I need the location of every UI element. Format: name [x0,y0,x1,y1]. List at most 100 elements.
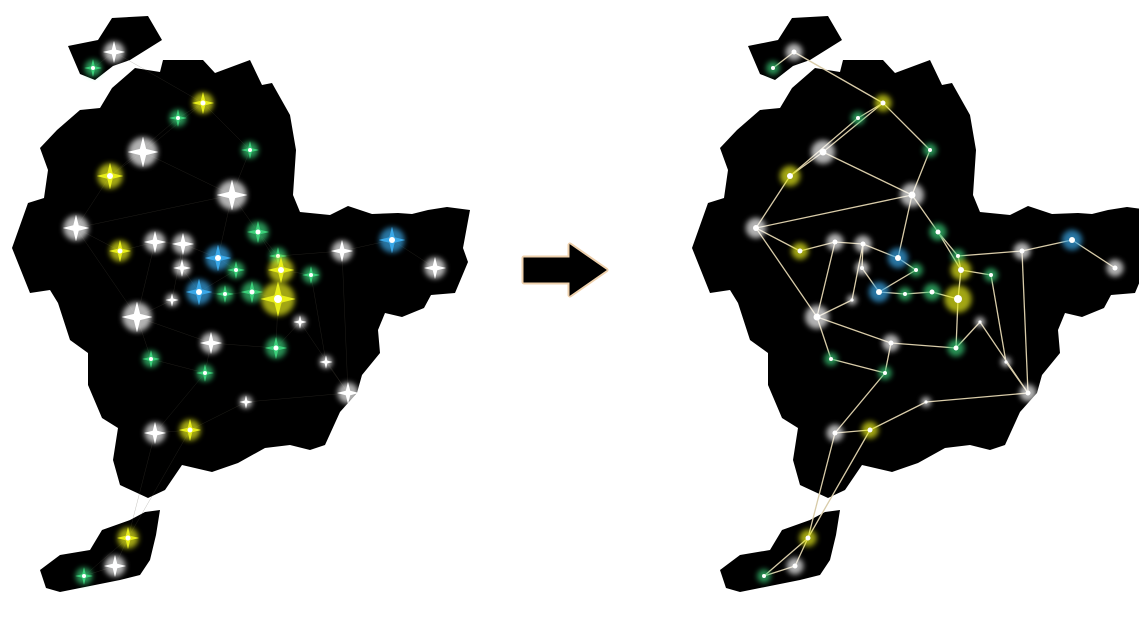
glowing-node-icon [779,165,801,187]
glowing-node-icon [302,266,320,284]
network-link [755,175,791,229]
network-link [755,227,818,318]
glowing-node-icon [247,221,269,243]
network-link [1021,250,1029,394]
faint-link [113,51,204,104]
glowing-node-icon [868,281,890,303]
glowing-node-icon [192,92,214,114]
glowing-node-icon [227,261,245,279]
nodes-after [745,43,1124,583]
network-link [890,342,957,349]
glowing-node-icon [874,94,892,112]
glowing-node-icon [950,259,972,281]
glowing-node-icon [824,352,838,366]
glowing-node-icon [216,179,248,211]
network-link [957,250,1023,257]
faint-link [245,392,349,403]
glowing-node-icon [799,529,817,547]
glowing-node-icon [878,366,892,380]
glowing-node-icon [200,332,222,354]
network-link [834,372,886,434]
glowing-node-icon [745,217,767,239]
network-link [869,401,927,431]
glowing-node-icon [319,355,333,369]
glowing-node-icon [239,395,253,409]
faint-link [75,227,138,318]
network-link [807,429,871,539]
glowing-node-icon [293,315,307,329]
network-link [763,537,809,577]
faint-link [310,274,327,363]
glowing-node-icon [260,281,296,317]
glowing-node-icon [169,109,187,127]
glowing-node-icon [929,223,947,241]
glowing-node-icon [103,41,125,63]
city-region-main [12,60,470,498]
network-link [822,151,913,196]
glowing-node-icon [144,231,166,253]
nodes-before [62,41,446,585]
glowing-node-icon [861,421,879,439]
glowing-node-icon [923,283,941,301]
network-link [882,102,931,151]
glowing-node-icon [96,162,124,190]
glowing-node-icon [947,339,965,357]
glowing-node-icon [216,285,234,303]
region-map-after [692,16,1139,592]
faint-link [210,342,277,349]
glowing-node-icon [984,268,998,282]
glowing-node-icon [900,183,924,207]
glowing-node-icon [882,334,900,352]
glowing-node-icon [805,305,829,329]
faint-link [154,372,206,434]
glowing-node-icon [144,422,166,444]
glowing-node-icon [1019,384,1037,402]
glowing-node-icon [172,233,194,255]
glowing-node-icon [241,281,263,303]
glowing-node-icon [826,233,844,251]
network-link [816,316,892,344]
map-panel-before [0,0,470,617]
glowing-node-icon [117,527,139,549]
faint-link [150,358,206,374]
glowing-node-icon [898,287,912,301]
glowing-node-icon [378,226,406,254]
glowing-node-icon [75,567,93,585]
glowing-node-icon [1106,259,1124,277]
glowing-node-icon [62,214,90,242]
network-link [793,51,884,104]
glowing-node-icon [196,364,214,382]
faint-link [277,250,343,257]
glowing-node-icon [173,259,191,277]
right-arrow-icon [518,240,612,300]
glowing-node-icon [846,294,858,306]
glowing-node-icon [142,350,160,368]
glowing-node-icon [909,263,923,277]
glowing-node-icon [757,569,771,583]
glowing-node-icon [826,424,844,442]
faint-link [341,250,349,394]
glowing-node-icon [851,111,865,125]
glowing-node-icon [944,285,972,313]
glowing-node-icon [786,557,804,575]
glowing-node-icon [920,396,932,408]
city-region-main [692,60,1139,498]
glowing-node-icon [811,140,835,164]
faint-link [202,102,251,151]
glowing-node-icon [265,337,287,359]
glowing-node-icon [1013,242,1031,260]
faint-link [127,429,191,539]
glowing-node-icon [165,293,179,307]
glowing-node-icon [241,141,259,159]
glowing-node-icon [109,240,131,262]
glowing-node-icon [267,256,295,284]
city-region-south-island [40,510,160,592]
faint-link [127,432,156,539]
glowing-node-icon [923,143,937,157]
region-map-before [12,16,470,592]
glowing-node-icon [785,43,803,61]
glowing-node-icon [84,59,102,77]
glowing-node-icon [887,247,909,269]
faint-link [142,151,233,196]
